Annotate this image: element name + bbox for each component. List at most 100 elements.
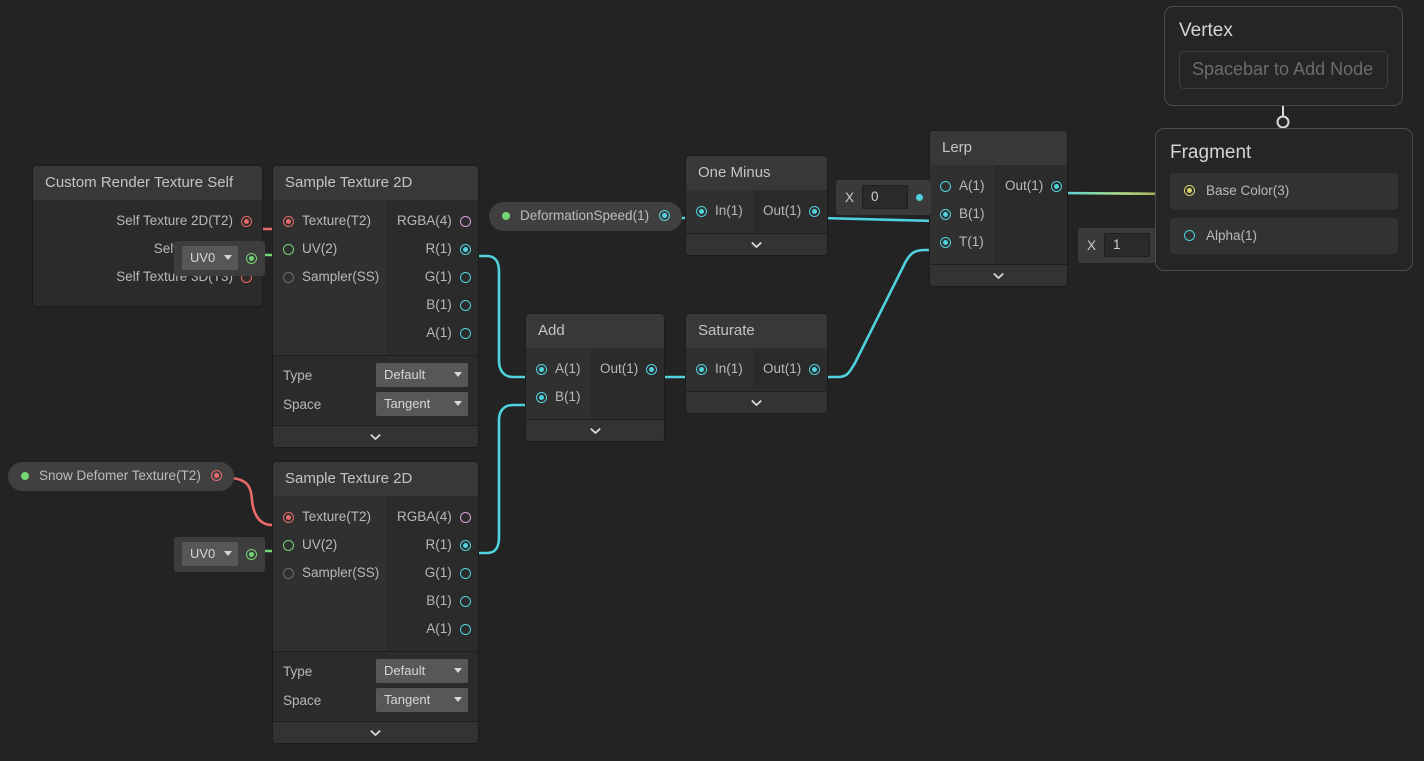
node-lerp[interactable]: Lerp A(1) B(1) T(1) Out(1) — [930, 131, 1067, 286]
property-snow-deformer-texture[interactable]: Snow Defomer Texture(T2) — [8, 462, 234, 491]
x-output-port[interactable] — [916, 193, 924, 201]
port-dot-icon[interactable] — [459, 299, 471, 311]
port-r[interactable]: R(1) — [387, 531, 478, 559]
node-custom-render-texture-self[interactable]: Custom Render Texture Self Self Texture … — [33, 166, 262, 306]
port-t[interactable]: T(1) — [930, 228, 995, 256]
master-stack-fragment[interactable]: Fragment Base Color(3) Alpha(1) — [1155, 128, 1413, 271]
port-dot-icon[interactable] — [459, 511, 471, 523]
port-b[interactable]: B(1) — [387, 291, 478, 319]
port-dot-icon[interactable] — [536, 391, 547, 403]
x-value-input[interactable]: 0 — [862, 185, 909, 209]
port-g[interactable]: G(1) — [387, 559, 478, 587]
port-rgba[interactable]: RGBA(4) — [387, 207, 478, 235]
port-dot-icon[interactable] — [696, 363, 707, 375]
port-in[interactable]: In(1) — [686, 197, 753, 225]
property-deformation-speed[interactable]: DeformationSpeed(1) — [489, 202, 683, 231]
port-dot-icon[interactable] — [459, 539, 471, 551]
uv-dropdown[interactable]: UV0 — [182, 246, 238, 270]
port-out[interactable]: Out(1) — [753, 197, 827, 225]
collapse-toggle[interactable] — [526, 419, 664, 441]
port-texture[interactable]: Texture(T2) — [273, 503, 387, 531]
port-dot-icon[interactable] — [809, 363, 821, 375]
port-dot-icon[interactable] — [809, 205, 821, 217]
port-dot-icon[interactable] — [283, 243, 294, 255]
port-dot-icon[interactable] — [1184, 185, 1195, 197]
port-dot-icon[interactable] — [1184, 229, 1195, 241]
port-dot-icon[interactable] — [459, 271, 471, 283]
vertex-add-node-hint[interactable]: Spacebar to Add Node — [1179, 51, 1388, 89]
setting-type[interactable]: Type Default — [283, 363, 468, 387]
port-out[interactable]: Out(1) — [995, 172, 1067, 200]
port-a[interactable]: A(1) — [526, 355, 590, 383]
type-dropdown[interactable]: Default — [376, 659, 468, 683]
port-b[interactable]: B(1) — [930, 200, 995, 228]
port-dot-icon[interactable] — [940, 180, 951, 192]
port-label: B(1) — [959, 206, 985, 222]
port-in[interactable]: In(1) — [686, 355, 753, 383]
block-base-color[interactable]: Base Color(3) — [1170, 173, 1398, 210]
uv-output-port[interactable] — [246, 252, 257, 264]
port-dot-icon[interactable] — [283, 215, 294, 227]
type-dropdown[interactable]: Default — [376, 363, 468, 387]
port-texture[interactable]: Texture(T2) — [273, 207, 387, 235]
node-sample-texture-2d-top[interactable]: Sample Texture 2D Texture(T2) UV(2) Samp… — [273, 166, 478, 447]
setting-space[interactable]: Space Tangent — [283, 688, 468, 712]
collapse-toggle[interactable] — [273, 721, 478, 743]
node-one-minus[interactable]: One Minus In(1) Out(1) — [686, 156, 827, 255]
port-dot-icon[interactable] — [283, 271, 294, 283]
x-value-input[interactable]: 1 — [1104, 233, 1151, 257]
uv-dropdown[interactable]: UV0 — [182, 542, 238, 566]
collapse-toggle[interactable] — [686, 233, 827, 255]
port-r[interactable]: R(1) — [387, 235, 478, 263]
port-dot-icon[interactable] — [459, 623, 471, 635]
property-output-port[interactable] — [210, 470, 222, 482]
port-b[interactable]: B(1) — [387, 587, 478, 615]
port-g[interactable]: G(1) — [387, 263, 478, 291]
port-dot-icon[interactable] — [283, 539, 294, 551]
port-a[interactable]: A(1) — [387, 615, 478, 643]
port-uv[interactable]: UV(2) — [273, 235, 387, 263]
port-uv[interactable]: UV(2) — [273, 531, 387, 559]
port-dot-icon[interactable] — [283, 567, 294, 579]
port-dot-icon[interactable] — [459, 567, 471, 579]
uv-output-port[interactable] — [246, 548, 257, 560]
property-output-port[interactable] — [659, 210, 671, 222]
setting-space[interactable]: Space Tangent — [283, 392, 468, 416]
port-dot-icon[interactable] — [940, 208, 951, 220]
node-add[interactable]: Add A(1) B(1) Out(1) — [526, 314, 664, 441]
master-stack-vertex[interactable]: Vertex Spacebar to Add Node — [1164, 6, 1403, 106]
port-sampler[interactable]: Sampler(SS) — [273, 263, 387, 291]
node-saturate[interactable]: Saturate In(1) Out(1) — [686, 314, 827, 413]
port-dot-icon[interactable] — [940, 236, 951, 248]
port-dot-icon[interactable] — [1051, 180, 1063, 192]
port-rgba[interactable]: RGBA(4) — [387, 503, 478, 531]
port-dot-icon[interactable] — [536, 363, 547, 375]
port-a[interactable]: A(1) — [930, 172, 995, 200]
port-self-texture-2d[interactable]: Self Texture 2D(T2) — [33, 207, 262, 235]
port-dot-icon[interactable] — [459, 327, 471, 339]
port-dot-icon[interactable] — [241, 215, 252, 227]
setting-type[interactable]: Type Default — [283, 659, 468, 683]
collapse-toggle[interactable] — [686, 391, 827, 413]
block-alpha[interactable]: Alpha(1) — [1170, 217, 1398, 254]
value-widget-x-zero[interactable]: X 0 — [836, 180, 932, 215]
uv-selector-top[interactable]: UV0 — [174, 241, 265, 276]
space-dropdown[interactable]: Tangent — [376, 688, 468, 712]
port-dot-icon[interactable] — [459, 215, 471, 227]
node-sample-texture-2d-bottom[interactable]: Sample Texture 2D Texture(T2) UV(2) Samp… — [273, 462, 478, 743]
port-dot-icon[interactable] — [696, 205, 707, 217]
port-dot-icon[interactable] — [646, 363, 658, 375]
port-sampler[interactable]: Sampler(SS) — [273, 559, 387, 587]
port-dot-icon[interactable] — [283, 511, 294, 523]
space-dropdown[interactable]: Tangent — [376, 392, 468, 416]
port-out[interactable]: Out(1) — [590, 355, 664, 383]
collapse-toggle[interactable] — [273, 425, 478, 447]
uv-selector-bottom[interactable]: UV0 — [174, 537, 265, 572]
port-dot-icon[interactable] — [459, 595, 471, 607]
port-out[interactable]: Out(1) — [753, 355, 827, 383]
port-a[interactable]: A(1) — [387, 319, 478, 347]
collapse-toggle[interactable] — [930, 264, 1067, 286]
port-dot-icon[interactable] — [459, 243, 471, 255]
port-b[interactable]: B(1) — [526, 383, 590, 411]
